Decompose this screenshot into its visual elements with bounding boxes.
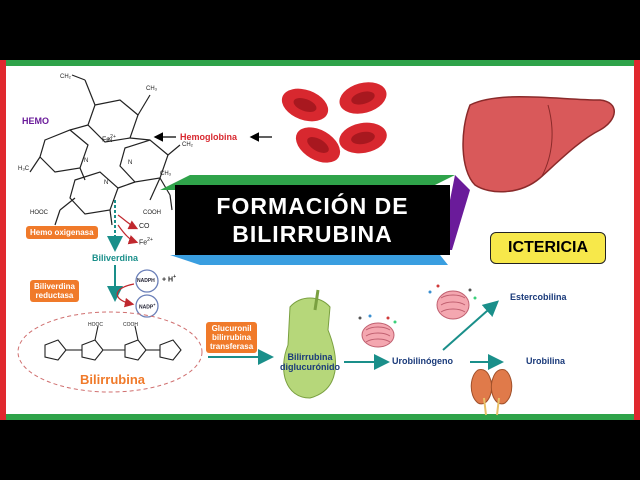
estercobilina-label: Estercobilina [510,292,567,302]
title-line2: BILIRRUBINA [232,221,393,247]
enzyme-line3: transferasa [210,342,254,351]
urobilinogeno-label: Urobilinógeno [392,356,453,366]
svg-text:N: N [128,160,132,166]
right-red-stripe [634,60,640,420]
co-label: CO [139,223,150,230]
cooh-label-heme: COOH [143,210,161,216]
hooc-label-bili: HOOC [88,322,103,328]
fe-charge: 2+ [110,134,116,140]
page-title: FORMACIÓN DE BILIRRUBINA [175,192,450,248]
glucuronil-transferasa-pill: Glucuronil bilirrubina transferasa [206,322,258,353]
fe-center-label: Fe2+ [102,134,116,143]
top-green-stripe [0,60,640,66]
content-panel: N N N N CH₂ CH₃ CH₂ H₃C CH₃ [0,60,640,420]
title-banner [175,185,450,255]
hemo-oxigenasa-pill: Hemo oxigenasa [26,226,98,239]
hooc-label-heme: HOOC [30,210,48,216]
hplus-label: + H+ [162,274,176,283]
enzyme-line1: Glucuronil [211,324,252,333]
digluc-line2: diglucurónido [280,362,340,372]
reductasa-line2: reductasa [35,291,74,300]
bilirrubina-ellipse [17,311,203,393]
bilirrubina-diglucuronido-label: Bilirrubina diglucurónido [280,352,340,372]
svg-text:N: N [104,180,108,186]
ictericia-badge: ICTERICIA [490,232,606,264]
liver-illustration [462,95,615,193]
fe2-label: Fe2+ [139,237,153,246]
bilirrubina-molecule [44,325,182,361]
biliverdina-label: Biliverdina [92,253,139,263]
svg-text:N: N [84,158,88,164]
nadp-charge: + [153,302,156,307]
gallbladder-illustration [283,297,336,399]
fe2-charge: 2+ [147,237,153,243]
svg-text:CH₃: CH₃ [146,86,158,92]
fe-center-text: Fe [102,136,111,144]
svg-text:CH₂: CH₂ [60,74,72,80]
diagram-graphics: N N N N CH₂ CH₃ CH₂ H₃C CH₃ [17,74,615,416]
kidneys-illustration [470,369,513,416]
fe2-text: Fe [139,239,148,247]
hemo-label: HEMO [22,116,49,126]
svg-text:CH₂: CH₂ [182,142,194,148]
bottom-green-stripe [0,414,640,420]
svg-text:N: N [108,138,112,144]
reductasa-line1: Biliverdina [34,282,75,291]
hemoglobina-label: Hemoglobina [180,132,238,142]
red-blood-cells [281,82,387,163]
nadph-label: NADPH [137,278,155,284]
digluc-line1: Bilirrubina [287,352,333,362]
left-red-stripe [0,60,6,420]
nadp-text: NADP [139,304,154,311]
heme-molecule [29,74,181,226]
cooh-label-bili: COOH [123,322,138,328]
hplus-charge: + [173,274,177,280]
urobilina-label: Urobilina [526,356,566,366]
bilirrubina-label: Bilirrubina [80,372,146,387]
hplus-text: + H [162,276,174,284]
svg-text:CH₃: CH₃ [160,171,172,177]
svg-text:H₃C: H₃C [18,166,30,172]
biliverdina-reductasa-pill: Biliverdina reductasa [30,280,79,302]
title-line1: FORMACIÓN DE [216,193,409,219]
nadp-label: NADP+ [139,302,156,311]
enzyme-line2: bilirrubina [212,333,252,342]
bacteria-dots [358,284,477,324]
intestine-illustration-1 [361,322,395,348]
intestine-illustration-2 [436,290,470,320]
